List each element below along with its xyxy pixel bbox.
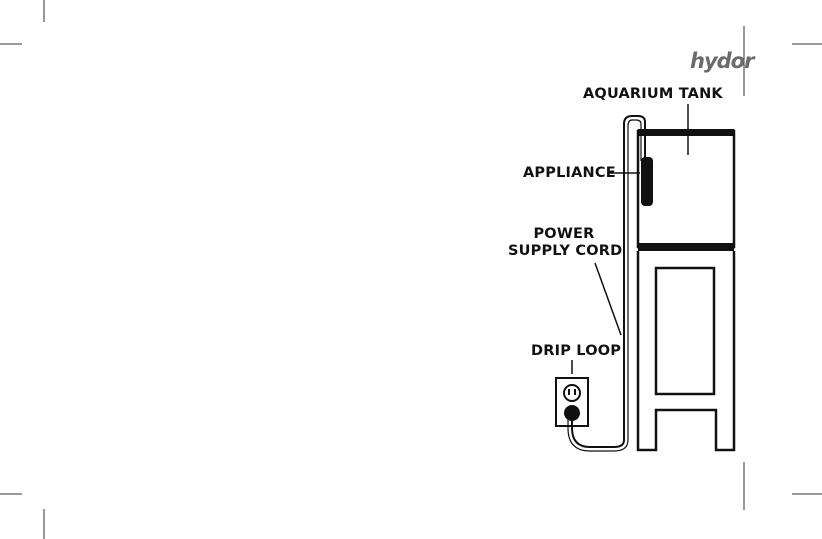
outlet-socket-top <box>564 385 580 401</box>
cabinet-door <box>656 268 714 394</box>
tank-bottom-rim <box>638 243 734 251</box>
label-drip-loop: DRIP LOOP <box>531 343 621 360</box>
label-power-supply-cord: POWER SUPPLY CORD <box>508 226 620 260</box>
label-power-line1: POWER <box>508 226 620 243</box>
label-aquarium-tank: AQUARIUM TANK <box>583 86 723 103</box>
appliance-device <box>641 157 653 206</box>
label-power-line2: SUPPLY CORD <box>508 243 620 260</box>
wall-outlet <box>556 378 588 426</box>
tank-top-rim <box>638 129 734 136</box>
stand-cabinet <box>638 251 734 450</box>
brand-logo: hydor <box>690 50 753 72</box>
label-appliance: APPLIANCE <box>523 165 616 182</box>
plug-icon <box>564 405 580 421</box>
